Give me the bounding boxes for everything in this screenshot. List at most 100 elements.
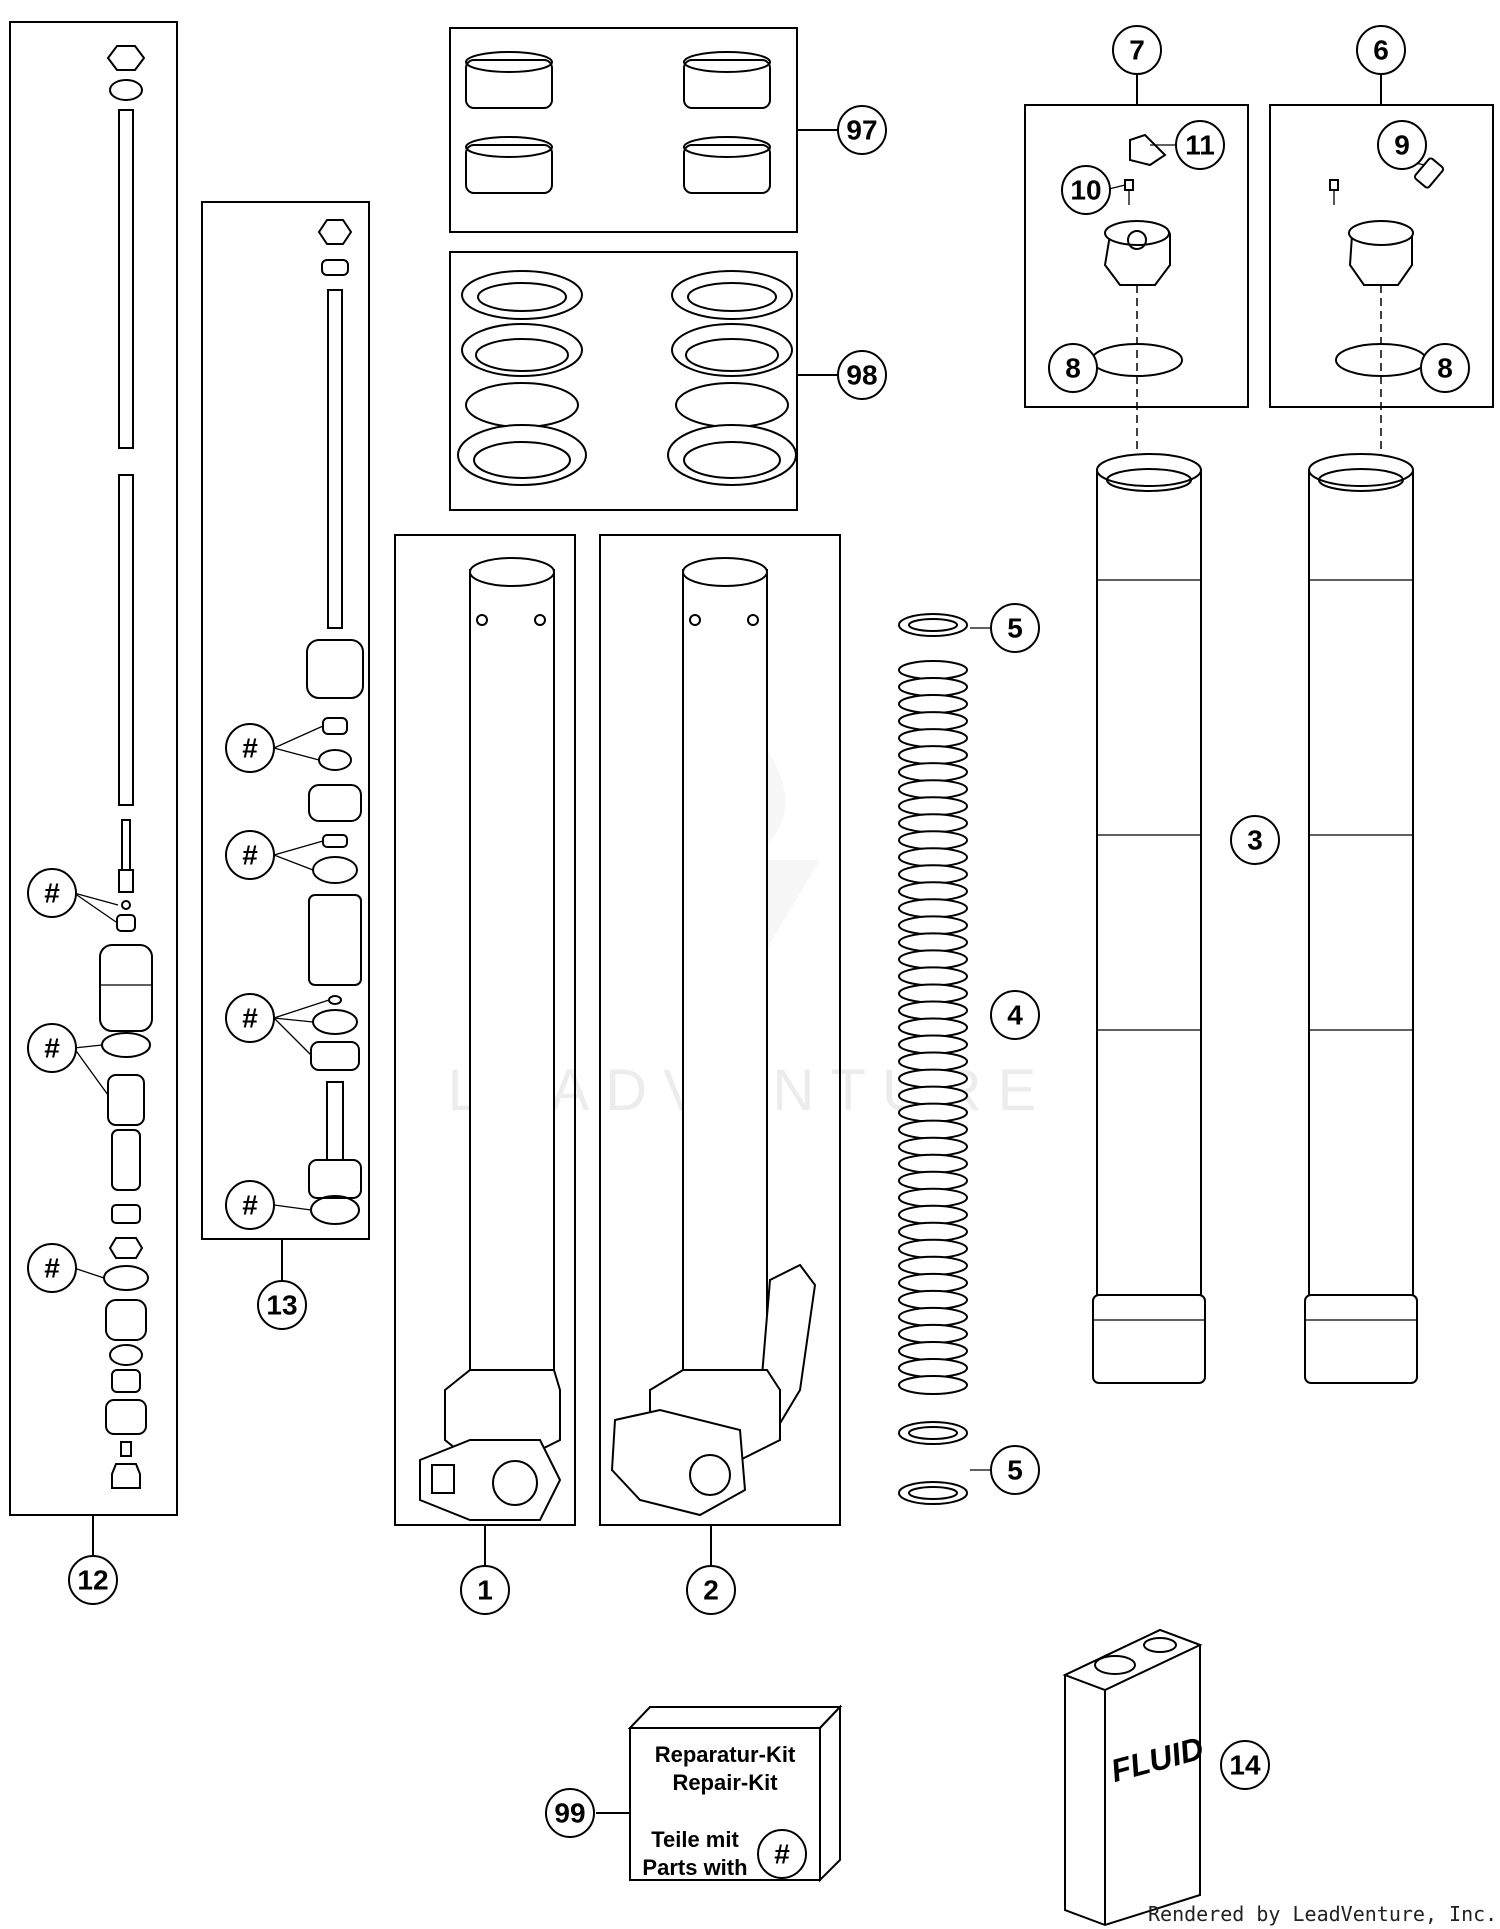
- spring-coil: [898, 762, 968, 783]
- spring-coil: [898, 915, 968, 936]
- repair-kit-line1: Reparatur-Kit: [655, 1742, 796, 1767]
- spring-coil: [898, 1136, 968, 1157]
- svg-text:8: 8: [1437, 353, 1453, 384]
- spring-coil: [898, 1068, 968, 1089]
- callout-hash-7: #: [225, 1180, 275, 1230]
- svg-text:5: 5: [1007, 613, 1023, 644]
- spring-coil: [898, 728, 968, 749]
- svg-text:11: 11: [1185, 130, 1215, 161]
- inner-tubes-3-drawing: [1092, 453, 1418, 1384]
- callout-circles: 1 2 3 4 5 5 6 7 8 8 9 10 11 12 13 14 97 …: [27, 25, 1470, 1838]
- fork-cap-6-drawing: [1269, 75, 1494, 500]
- spring-coil: [898, 660, 968, 680]
- repair-kit-line3: Teile mit: [651, 1827, 739, 1852]
- spring-coil: [898, 932, 968, 953]
- spring-coil: [898, 796, 968, 817]
- svg-text:#: #: [44, 1253, 60, 1284]
- svg-text:99: 99: [554, 1798, 585, 1829]
- spring-coil: [898, 1017, 968, 1038]
- callout-3: 3: [1230, 815, 1280, 865]
- spring-coil: [898, 881, 968, 902]
- spring-coil: [898, 711, 968, 732]
- svg-text:#: #: [44, 1033, 60, 1064]
- spring-coil: [898, 1102, 968, 1123]
- callout-97: 97: [837, 105, 887, 155]
- render-credit: Rendered by LeadVenture, Inc.: [1148, 1902, 1497, 1926]
- spring-coil: [898, 1034, 968, 1055]
- spring-coil: [898, 1358, 968, 1378]
- outer-tube-1-drawing: [394, 534, 576, 1567]
- svg-text:1: 1: [477, 1575, 493, 1606]
- svg-text:#: #: [242, 733, 258, 764]
- spring-coil: [898, 949, 968, 970]
- callout-5-top: 5: [990, 603, 1040, 653]
- callout-11: 11: [1175, 120, 1225, 170]
- callout-hash-4: #: [225, 723, 275, 773]
- repair-kit-line2: Repair-Kit: [672, 1770, 778, 1795]
- damper-cartridge-13-drawing: [201, 201, 370, 1283]
- spring-coil: [898, 898, 968, 919]
- spring-4-drawing: [898, 613, 968, 1505]
- spring-coil: [898, 1323, 968, 1344]
- spring-coil: [898, 1170, 968, 1191]
- svg-text:2: 2: [703, 1575, 719, 1606]
- spring-coil: [898, 966, 968, 987]
- callout-4: 4: [990, 990, 1040, 1040]
- spring-coil: [898, 1375, 968, 1395]
- callout-10: 10: [1061, 165, 1111, 215]
- svg-text:12: 12: [77, 1565, 108, 1596]
- spring-coil: [898, 745, 968, 766]
- callout-7: 7: [1112, 25, 1162, 75]
- svg-text:8: 8: [1065, 353, 1081, 384]
- fork-cap-7-drawing: [1024, 75, 1249, 500]
- spring-coil: [898, 813, 968, 834]
- callout-2: 2: [686, 1565, 736, 1615]
- bushings-97-drawing: [449, 27, 838, 233]
- fluid-can-14-drawing: FLUID: [1062, 1628, 1207, 1927]
- svg-text:5: 5: [1007, 1455, 1023, 1486]
- spring-coils: [898, 660, 968, 1395]
- spring-coil: [898, 779, 968, 800]
- callout-6: 6: [1356, 25, 1406, 75]
- repair-kit-symbol: #: [774, 1839, 790, 1870]
- callout-98: 98: [837, 350, 887, 400]
- callout-1: 1: [460, 1565, 510, 1615]
- svg-text:7: 7: [1129, 35, 1145, 66]
- damper-cartridge-12-drawing: [9, 21, 178, 1557]
- spring-coil: [898, 1051, 968, 1072]
- svg-text:#: #: [242, 1003, 258, 1034]
- callout-8-left: 8: [1048, 343, 1098, 393]
- spring-coil: [898, 1085, 968, 1106]
- spring-coil: [898, 677, 968, 697]
- hash-leader-lines: [73, 144, 1426, 1279]
- callout-14: 14: [1220, 1740, 1270, 1790]
- repair-kit-99-drawing: Reparatur-Kit Repair-Kit Teile mit Parts…: [596, 1704, 843, 1883]
- spring-coil: [898, 864, 968, 885]
- svg-text:9: 9: [1394, 130, 1410, 161]
- svg-text:#: #: [242, 1190, 258, 1221]
- callout-5-bottom: 5: [990, 1445, 1040, 1495]
- spring-coil: [898, 1204, 968, 1225]
- seals-98-drawing: [449, 251, 838, 511]
- spring-coil: [898, 983, 968, 1004]
- callout-hash-6: #: [225, 993, 275, 1043]
- spring-coil: [898, 1153, 968, 1174]
- spring-coil: [898, 847, 968, 868]
- spring-coil: [898, 694, 968, 714]
- callout-99: 99: [545, 1788, 595, 1838]
- spring-coil: [898, 1221, 968, 1242]
- repair-kit-line4: Parts with: [642, 1855, 747, 1880]
- callout-12: 12: [68, 1555, 118, 1605]
- svg-text:14: 14: [1229, 1750, 1261, 1781]
- spring-coil: [898, 1289, 968, 1310]
- spring-coil: [898, 1272, 968, 1293]
- callout-hash-2: #: [27, 1023, 77, 1073]
- svg-text:#: #: [242, 840, 258, 871]
- callout-9: 9: [1377, 120, 1427, 170]
- svg-text:3: 3: [1247, 825, 1263, 856]
- spring-coil: [898, 1306, 968, 1327]
- svg-text:13: 13: [266, 1290, 297, 1321]
- svg-text:97: 97: [846, 115, 877, 146]
- callout-13: 13: [257, 1280, 307, 1330]
